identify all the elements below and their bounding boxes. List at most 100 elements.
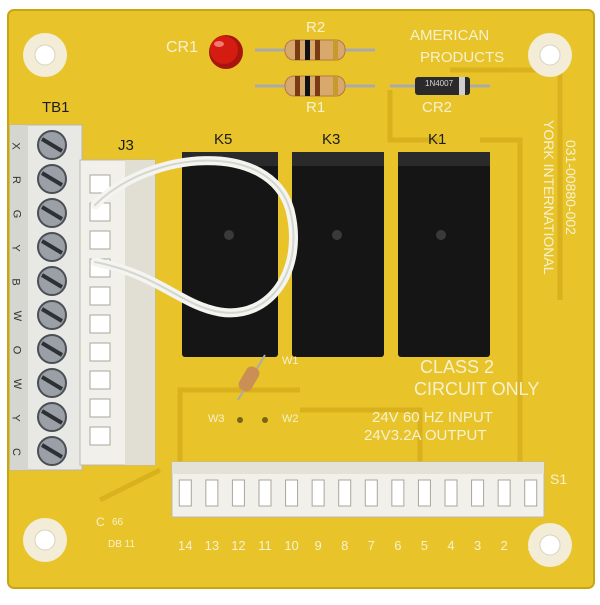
part-number: 031-00880-002 bbox=[563, 140, 579, 235]
maker-line2: PRODUCTS bbox=[420, 49, 505, 66]
label-cr2: CR2 bbox=[422, 99, 453, 116]
maker-line1: AMERICAN bbox=[410, 27, 490, 44]
s1-slot bbox=[338, 479, 352, 507]
s1-slot bbox=[417, 479, 431, 507]
pad-w2 bbox=[262, 417, 268, 423]
j3-slot bbox=[89, 342, 111, 362]
tb1-screw-icon bbox=[37, 436, 67, 466]
s1-pin-label: 10 bbox=[284, 538, 299, 553]
tb1-screws bbox=[37, 130, 67, 466]
s1-pin-label: 8 bbox=[341, 538, 349, 553]
diode-cr2 bbox=[390, 77, 490, 95]
tb1-terminal-label: X bbox=[9, 142, 22, 150]
class-line2: CIRCUIT ONLY bbox=[414, 379, 540, 399]
j3-slot bbox=[89, 426, 111, 446]
tb1-terminal-label: G bbox=[10, 209, 23, 219]
label-k3: K3 bbox=[322, 131, 341, 148]
s1-slot bbox=[497, 479, 511, 507]
j3-slot bbox=[89, 286, 111, 306]
tb1-terminal-label: Y bbox=[9, 414, 22, 422]
pad-w3 bbox=[237, 417, 243, 423]
label-w1: W1 bbox=[282, 355, 299, 367]
s1-pin-label: 5 bbox=[420, 538, 429, 553]
s1-slot bbox=[231, 479, 245, 507]
s1-pin-label: 14 bbox=[178, 538, 193, 553]
tb1-screw-icon bbox=[37, 402, 67, 432]
j3-slot bbox=[89, 314, 111, 334]
rating-input: 24V 60 HZ INPUT bbox=[372, 409, 493, 426]
j3-pin-slots bbox=[89, 174, 111, 446]
label-r1: R1 bbox=[306, 99, 326, 116]
j3-slot bbox=[89, 398, 111, 418]
tb1-screw-icon bbox=[37, 300, 67, 330]
label-k1: K1 bbox=[428, 131, 447, 148]
label-w3: W3 bbox=[208, 413, 225, 425]
tb1-terminal-label: R bbox=[9, 176, 22, 184]
s1-slot bbox=[285, 479, 299, 507]
s1-pin-label: 3 bbox=[473, 538, 482, 553]
s1-pin-label: 1 bbox=[527, 538, 535, 553]
date-code-2: DB 11 bbox=[108, 539, 136, 550]
tb1-screw-icon bbox=[37, 232, 67, 262]
label-r2: R2 bbox=[306, 19, 326, 36]
vendor-text: YORK INTERNATIONAL bbox=[541, 120, 557, 275]
s1-pin-slots bbox=[178, 479, 538, 507]
s1-slot bbox=[258, 479, 272, 507]
resistor-r2 bbox=[255, 39, 375, 61]
tb1-screw-icon bbox=[37, 334, 67, 364]
s1-pin-label: 12 bbox=[231, 538, 246, 553]
resistor-small bbox=[237, 354, 266, 401]
pin-number-row: 14 13 12 11 10 9 8 7 6 5 4 3 2 1 bbox=[172, 538, 544, 558]
relay-k5 bbox=[182, 152, 278, 357]
label-tb1: TB1 bbox=[42, 99, 70, 116]
j3-slot bbox=[89, 230, 111, 250]
s1-slot bbox=[391, 479, 405, 507]
tb1-screw-icon bbox=[37, 198, 67, 228]
s1-pin-label: 2 bbox=[500, 538, 508, 553]
label-j3: J3 bbox=[118, 137, 134, 154]
s1-slot bbox=[444, 479, 458, 507]
tb1-terminal-label: W bbox=[11, 310, 24, 322]
vendor-text-wrap: YORK INTERNATIONAL bbox=[538, 120, 560, 380]
relay-k1 bbox=[398, 152, 490, 357]
mounting-holes bbox=[23, 33, 572, 567]
j3-slot bbox=[89, 174, 111, 194]
tb1-terminal-label: W bbox=[11, 378, 24, 390]
tb1-terminal-label: B bbox=[9, 278, 22, 286]
s1-pin-label: 9 bbox=[314, 538, 322, 553]
logo-mark-icon: C bbox=[96, 515, 105, 529]
rating-output: 24V3.2A OUTPUT bbox=[364, 427, 487, 444]
s1-pin-label: 7 bbox=[367, 538, 375, 553]
s1-pin-label: 11 bbox=[258, 538, 272, 553]
label-s1: S1 bbox=[550, 471, 568, 487]
tb1-screw-icon bbox=[37, 368, 67, 398]
s1-slot bbox=[178, 479, 192, 507]
diode-marking: 1N4007 bbox=[425, 79, 454, 88]
s1-pin-label: 13 bbox=[204, 538, 220, 553]
s1-pin-label: 4 bbox=[447, 538, 455, 553]
label-w2: W2 bbox=[282, 413, 299, 425]
tb1-screw-icon bbox=[37, 130, 67, 160]
relay-k3 bbox=[292, 152, 384, 357]
connector-s1 bbox=[171, 461, 545, 518]
tb1-terminal-label: Y bbox=[9, 244, 22, 252]
jumper-wire-shade bbox=[94, 159, 295, 314]
label-k5: K5 bbox=[214, 131, 233, 148]
s1-slot bbox=[311, 479, 325, 507]
s1-pin-label: 6 bbox=[394, 538, 402, 553]
part-number-wrap: 031-00880-002 bbox=[560, 140, 582, 340]
s1-slot bbox=[471, 479, 485, 507]
led-cr1 bbox=[209, 35, 243, 69]
tb1-terminal-label: C bbox=[9, 448, 22, 456]
tb1-terminal-label: O bbox=[10, 345, 23, 355]
date-code-1: 66 bbox=[112, 517, 124, 528]
tb1-screw-icon bbox=[37, 266, 67, 296]
j3-slot bbox=[89, 370, 111, 390]
tb1-label-column: X R G Y B W O W Y C bbox=[10, 140, 28, 460]
s1-slot bbox=[364, 479, 378, 507]
tb1-screw-icon bbox=[37, 164, 67, 194]
s1-slot bbox=[205, 479, 219, 507]
s1-slot bbox=[524, 479, 538, 507]
